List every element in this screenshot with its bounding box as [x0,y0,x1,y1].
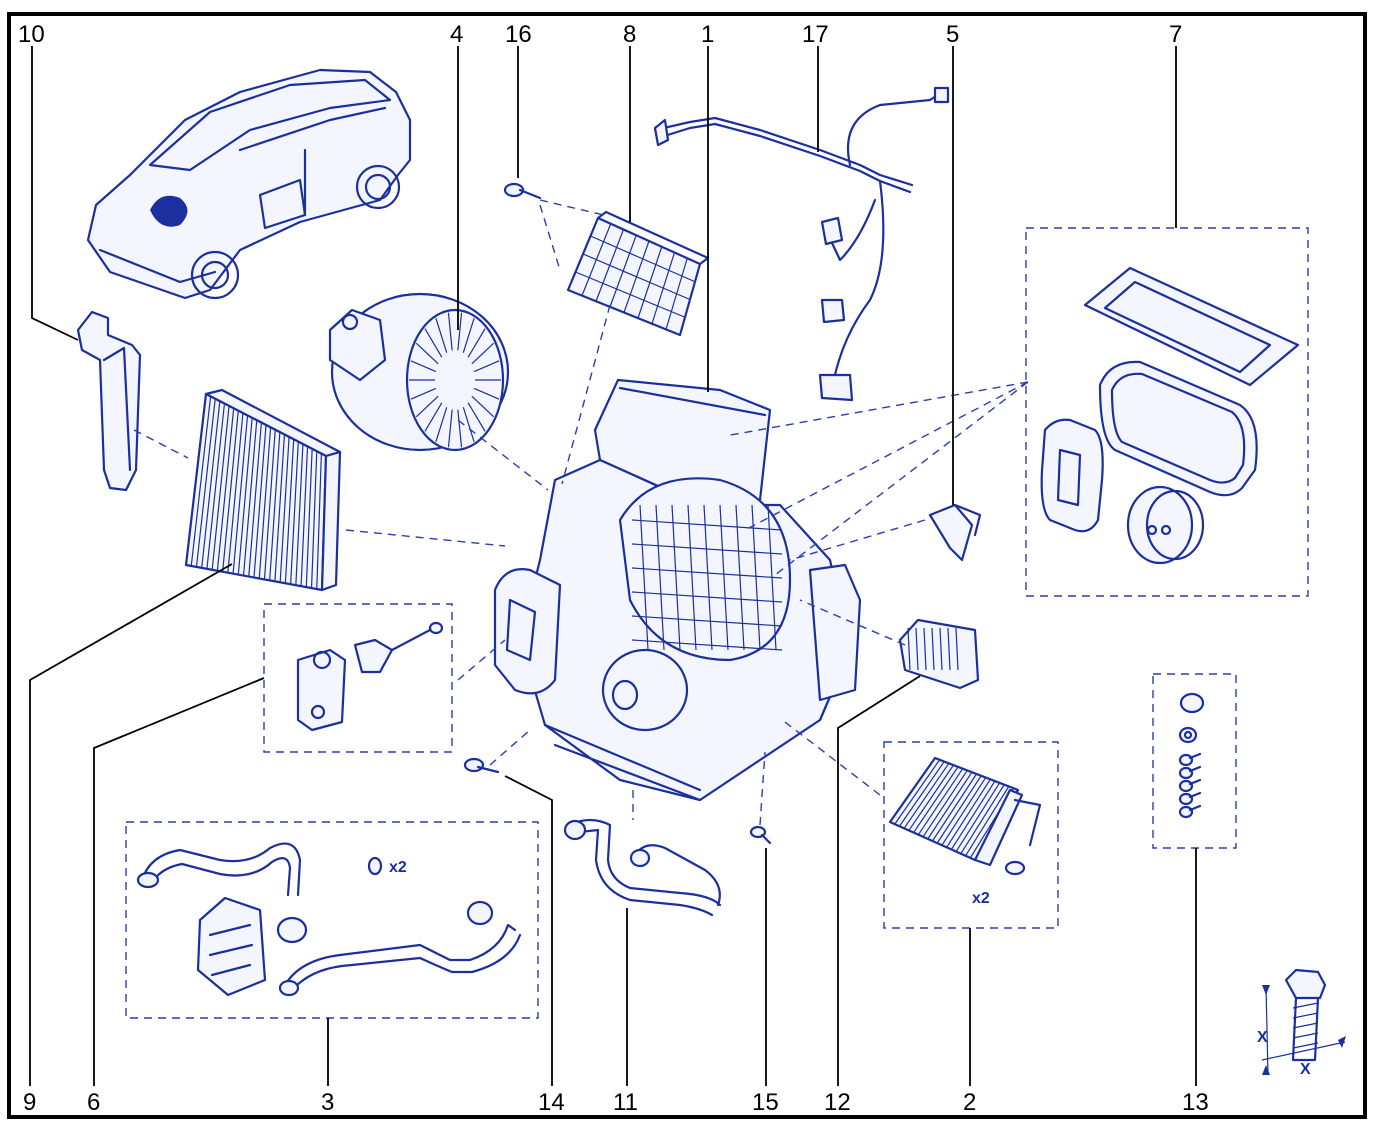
bolt-dimension-detail [1261,968,1346,1076]
part-15-screw [749,825,772,845]
part-9-cabin-filter [184,388,342,592]
part-14-clip [463,757,500,774]
part-6-expansion-valve [296,621,444,732]
callout-15: 15 [752,1089,779,1116]
part-7-seal-kit [1040,266,1300,565]
callout-2: 2 [963,1089,976,1116]
part-12-actuator [898,618,980,690]
part-4-blower-motor [328,292,510,452]
part-3-hose-kit [136,842,522,997]
callout-8: 8 [623,21,636,48]
callout-14: 14 [538,1089,565,1116]
heater-kit-qty-note: x2 [972,890,990,907]
callout-6: 6 [87,1089,100,1116]
leader-lines [29,46,1197,1086]
callout-1: 1 [701,21,714,48]
callout-11: 11 [613,1089,638,1116]
part-2-heater-core [888,756,1042,876]
part-17-wiring-harness [653,86,950,402]
part-6-kit-box [263,603,453,753]
vehicle-illustration [86,68,412,300]
callout-5: 5 [946,21,959,48]
part-13-fastener-kit [1178,692,1205,819]
callout-16: 16 [505,21,532,48]
dim-x-horizontal: X [1300,1061,1311,1078]
callout-12: 12 [824,1089,851,1116]
part-3-kit-box [125,821,539,1019]
assembly-arrows [133,199,1029,826]
part-7-kit-box [1025,227,1309,597]
part-10-air-duct [76,310,142,492]
part-16-screw [503,182,542,200]
part-11-pipe-assembly [563,818,722,917]
part-2-kit-box [883,741,1059,929]
callout-9: 9 [23,1089,36,1116]
part-5-resistor [928,503,982,562]
hose-kit-qty-note: x2 [389,859,407,876]
part-8-pollen-filter [566,210,710,337]
part-13-kit-box [1152,673,1237,849]
diagram-border [7,12,1367,1119]
callout-numbers: 10 4 16 8 1 17 5 7 9 6 3 14 11 15 12 2 1… [18,21,1209,1116]
part-1-hvac-housing [493,378,862,802]
callout-10: 10 [18,21,45,48]
callout-3: 3 [321,1089,334,1116]
dim-x-vertical: X [1257,1029,1268,1046]
callout-7: 7 [1169,21,1182,48]
callout-13: 13 [1182,1089,1209,1116]
callout-4: 4 [450,21,463,48]
callout-17: 17 [802,21,829,48]
